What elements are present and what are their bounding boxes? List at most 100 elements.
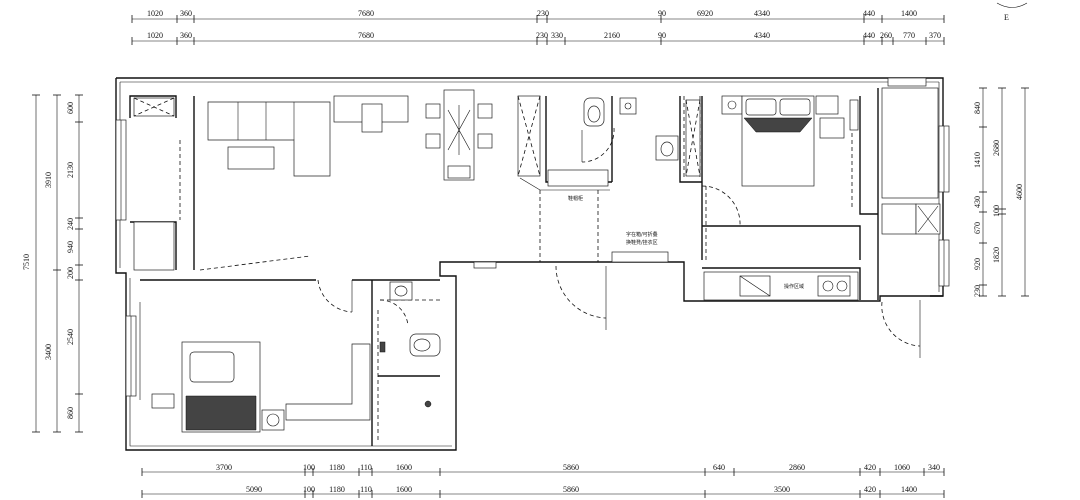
bottom-dim-4: 110 — [360, 463, 372, 472]
hall-entry: 字在箱/可折叠 换鞋凳/挂衣区 — [473, 231, 669, 269]
top2-dim-1: 1020 — [147, 31, 163, 40]
bottom2-dim-8: 420 — [864, 485, 876, 494]
top2-dim-11: 770 — [903, 31, 915, 40]
storage-label: 鞋帽柜 — [568, 195, 583, 202]
exterior-walls — [115, 77, 950, 451]
right-inner-dim-2: 1410 — [973, 152, 982, 168]
right-inner-dim-1: 840 — [973, 102, 982, 114]
bottom-dim-1: 3700 — [216, 463, 232, 472]
chair — [361, 103, 383, 133]
left-mid-dim-1: 3910 — [44, 172, 53, 188]
bottom-dimension-row-2: 5090 100 1180 110 1600 5860 3500 420 140… — [141, 485, 945, 498]
nightstand-right — [815, 95, 839, 115]
floor-drain — [619, 97, 637, 115]
kitchen-label: 操作区域 — [784, 283, 804, 290]
top2-dim-7: 90 — [658, 31, 666, 40]
top-dim-6: 6920 — [697, 9, 713, 18]
bottom-dim-2: 100 — [303, 463, 315, 472]
left-inner-dim-7: 860 — [66, 407, 75, 419]
top-dimension-row-2: 1020 360 7680 230 330 2160 90 4340 440 2… — [131, 31, 945, 45]
bottom2-dim-4: 110 — [360, 485, 372, 494]
north-marker: E — [996, 2, 1028, 22]
bottom2-dim-6: 5860 — [563, 485, 579, 494]
bottom2-dim-9: 1400 — [901, 485, 917, 494]
interior-walls — [129, 88, 879, 446]
bottom-dim-9: 420 — [864, 463, 876, 472]
right-inner-dim-5: 920 — [973, 258, 982, 270]
top-dim-1: 1020 — [147, 9, 163, 18]
right-mid-dim-3: 1820 — [992, 247, 1001, 263]
nightstand-left — [721, 95, 743, 115]
dining-chair-4 — [477, 133, 493, 149]
left-inner-dim-3: 240 — [66, 218, 75, 230]
bottom-dim-5: 1600 — [396, 463, 412, 472]
right-inner-dim-4: 670 — [973, 222, 982, 234]
bottom-dim-10: 1060 — [894, 463, 910, 472]
left-outer-dim: 7510 — [22, 254, 31, 270]
second-bedroom-furniture — [139, 302, 371, 433]
left-inner-dim-2: 2130 — [66, 162, 75, 178]
bottom-dim-7: 640 — [713, 463, 725, 472]
threshold — [473, 261, 497, 269]
second-bathroom-fixtures — [379, 281, 441, 408]
bottom-dim-6: 5860 — [563, 463, 579, 472]
top-dimension-row-1: 1020 360 7680 230 90 6920 4340 440 1400 — [131, 9, 945, 23]
top2-dim-9: 440 — [863, 31, 875, 40]
left-inner-dim-1: 600 — [66, 102, 75, 114]
top2-dim-3: 7680 — [358, 31, 374, 40]
right-inner-dim-6: 230 — [973, 285, 982, 297]
bottom-dim-11: 340 — [928, 463, 940, 472]
master-bedroom-furniture — [721, 95, 859, 187]
shoe-bench — [611, 251, 669, 263]
left-mid-dim-2: 3400 — [44, 344, 53, 360]
top2-dim-6: 2160 — [604, 31, 620, 40]
balcony-storage — [881, 87, 939, 199]
top-dim-3: 7680 — [358, 9, 374, 18]
left-inner-dim-5: 200 — [66, 267, 75, 279]
bedroom-chair — [819, 117, 845, 139]
entry-cabinet — [517, 95, 541, 177]
top-dim-4: 230 — [537, 9, 549, 18]
side-stool — [261, 409, 285, 431]
wardrobe-edge — [849, 99, 859, 131]
dining-chair-5 — [447, 165, 471, 179]
right-mid-dim-1: 2680 — [992, 140, 1001, 156]
top-dim-8: 440 — [863, 9, 875, 18]
bottom2-dim-7: 3500 — [774, 485, 790, 494]
kitchen-fixtures: 操作区域 — [703, 87, 941, 301]
bottom-dim-8: 2860 — [789, 463, 805, 472]
top2-dim-12: 370 — [929, 31, 941, 40]
living-room-furniture — [133, 89, 610, 271]
top2-dim-8: 4340 — [754, 31, 770, 40]
dining-chair-2 — [425, 133, 441, 149]
top-dim-5: 90 — [658, 9, 666, 18]
top2-dim-5: 330 — [551, 31, 563, 40]
coffee-table — [227, 146, 275, 170]
bathroom-fixtures: 鞋帽柜 — [547, 97, 701, 202]
top2-dim-2: 360 — [180, 31, 192, 40]
bottom2-dim-3: 1180 — [329, 485, 345, 494]
bottom-dimension-row-1: 3700 100 1180 110 1600 5860 640 2860 420… — [141, 463, 945, 476]
storage-cabinet — [133, 221, 175, 271]
top2-dim-10: 260 — [880, 31, 892, 40]
storage-cabinet-bath — [547, 169, 609, 187]
right-inner-dim-3: 430 — [973, 196, 982, 208]
left-inner-dim-6: 2540 — [66, 329, 75, 345]
bottom2-dim-1: 5090 — [246, 485, 262, 494]
top-dim-7: 4340 — [754, 9, 770, 18]
hall-label-line1: 字在箱/可折叠 — [626, 231, 658, 238]
hall-label-line2: 换鞋凳/挂衣区 — [626, 239, 658, 246]
nightstand-second — [151, 393, 175, 409]
top-dim-2: 360 — [180, 9, 192, 18]
shower-drain — [424, 400, 432, 408]
right-mid-dim-2: 100 — [992, 205, 1001, 217]
window-top-right — [887, 77, 927, 87]
bottom2-dim-2: 100 — [303, 485, 315, 494]
bottom2-dim-5: 1600 — [396, 485, 412, 494]
right-dimension-columns: 840 1410 430 670 920 230 2680 100 1820 4… — [973, 87, 1029, 297]
right-outer-dim: 4600 — [1015, 184, 1024, 200]
top-dim-9: 1400 — [901, 9, 917, 18]
top2-dim-4: 230 — [536, 31, 548, 40]
north-marker-letter: E — [1004, 13, 1009, 22]
